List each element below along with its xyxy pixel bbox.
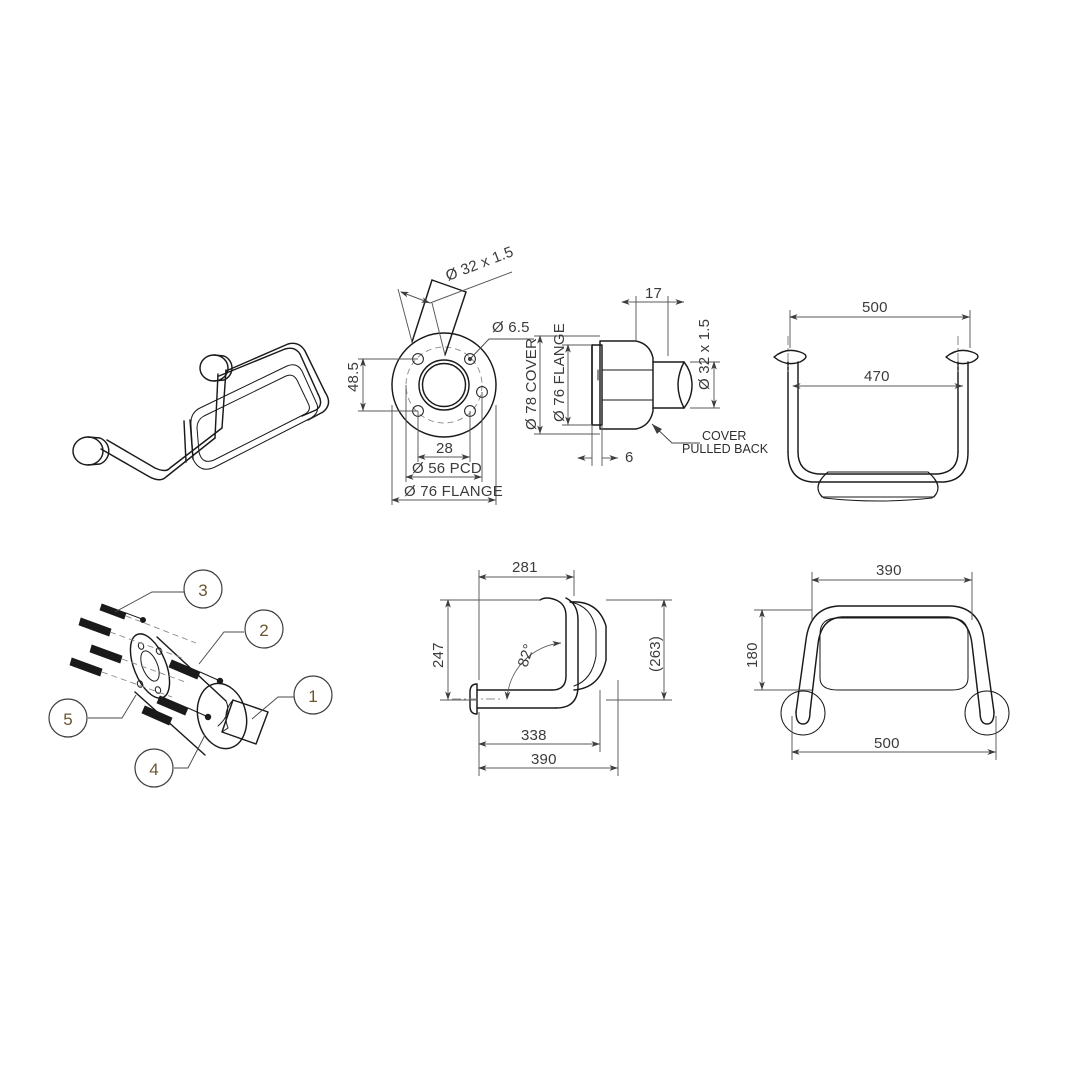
balloon-item-2[interactable]: 2 — [198, 609, 284, 665]
dim-label-flange-dia-side: Ø 76 FLANGE — [551, 323, 568, 422]
note-line-1: COVER — [702, 429, 746, 443]
dim-390-side: 390 — [478, 680, 619, 776]
dim-label-390-side: 390 — [531, 751, 557, 768]
balloon-item-3[interactable]: 3 — [114, 569, 223, 613]
dim-angle-82: 82° — [504, 641, 562, 700]
dim-cover-depth-17: 17 — [621, 285, 684, 356]
front-elevation-view: 390 180 500 — [744, 562, 1010, 760]
dim-cover-diameter: Ø 78 COVER — [523, 335, 600, 435]
dim-label-cover-dia: Ø 78 COVER — [523, 338, 540, 430]
dim-label-247: 247 — [430, 642, 447, 668]
dim-338: 338 — [478, 690, 601, 752]
dim-label-485: 48.5 — [345, 362, 362, 392]
flange-side-section-view: 17 Ø 32 x 1.5 Ø 78 COVER Ø 76 FLANGE — [523, 285, 769, 466]
dim-label-500-top: 500 — [862, 299, 888, 316]
dim-label-28: 28 — [436, 440, 453, 457]
dim-180: 180 — [744, 609, 812, 691]
isometric-grab-rail-view — [72, 342, 330, 481]
balloon-label-3: 3 — [198, 581, 207, 600]
side-profile-view: 281 247 82° (263) 338 — [430, 559, 672, 776]
dim-390-front: 390 — [811, 562, 973, 620]
balloon-label-4: 4 — [149, 760, 158, 779]
dim-flange-thickness-6: 6 — [577, 425, 634, 466]
dim-flange-dia-side: Ø 76 FLANGE — [551, 323, 592, 426]
balloon-label-5: 5 — [63, 710, 72, 729]
flange-front-view: Ø 32 x 1.5 Ø 6.5 48.5 28 Ø 56 PCD — [345, 243, 534, 505]
dim-label-500-front: 500 — [874, 735, 900, 752]
dim-label-180: 180 — [744, 642, 761, 668]
balloon-item-1[interactable]: 1 — [251, 675, 333, 720]
dim-label-281: 281 — [512, 559, 538, 576]
balloon-item-4[interactable]: 4 — [134, 734, 206, 788]
dim-label-flange-dia: Ø 76 FLANGE — [404, 483, 503, 500]
dim-281: 281 — [478, 559, 575, 680]
balloon-label-2: 2 — [259, 621, 268, 640]
dim-label-6: 6 — [625, 449, 634, 466]
dim-label-390-front: 390 — [876, 562, 902, 579]
balloon-label-1: 1 — [308, 687, 317, 706]
dim-offset-485: 48.5 — [345, 358, 418, 412]
dim-247: 247 — [430, 599, 540, 701]
dim-tube-dia-side: Ø 32 x 1.5 — [690, 319, 720, 409]
note-cover-pulled-back: COVER PULLED BACK — [651, 423, 769, 456]
dim-flange-diameter: Ø 76 FLANGE — [391, 405, 503, 505]
dim-label-17: 17 — [645, 285, 662, 302]
top-plan-view: 500 470 — [773, 299, 979, 502]
dim-label-tube-dia-side: Ø 32 x 1.5 — [696, 319, 713, 390]
dim-overall-width-500: 500 — [789, 299, 971, 348]
dim-label-338: 338 — [521, 727, 547, 744]
dim-hole-span-28: 28 — [417, 411, 471, 462]
dim-label-470: 470 — [864, 368, 890, 385]
dim-500-front: 500 — [791, 716, 997, 760]
balloon-item-5[interactable]: 5 — [48, 694, 137, 738]
dim-label-263: (263) — [647, 636, 664, 672]
dim-hole-diameter: Ø 6.5 — [467, 319, 534, 362]
dim-label-82deg: 82° — [515, 642, 538, 669]
dim-263-ref: (263) — [606, 599, 672, 701]
dim-centre-width-470: 470 — [792, 368, 963, 389]
dim-pcd: Ø 56 PCD — [405, 385, 483, 482]
dim-label-hole-dia: Ø 6.5 — [492, 319, 530, 336]
exploded-assembly-view: 3 2 1 5 4 — [48, 569, 333, 788]
dim-label-tube-dia: Ø 32 x 1.5 — [443, 243, 516, 284]
dim-label-pcd: Ø 56 PCD — [412, 460, 482, 477]
note-line-2: PULLED BACK — [682, 442, 769, 456]
dim-tube-diameter: Ø 32 x 1.5 — [397, 243, 516, 356]
